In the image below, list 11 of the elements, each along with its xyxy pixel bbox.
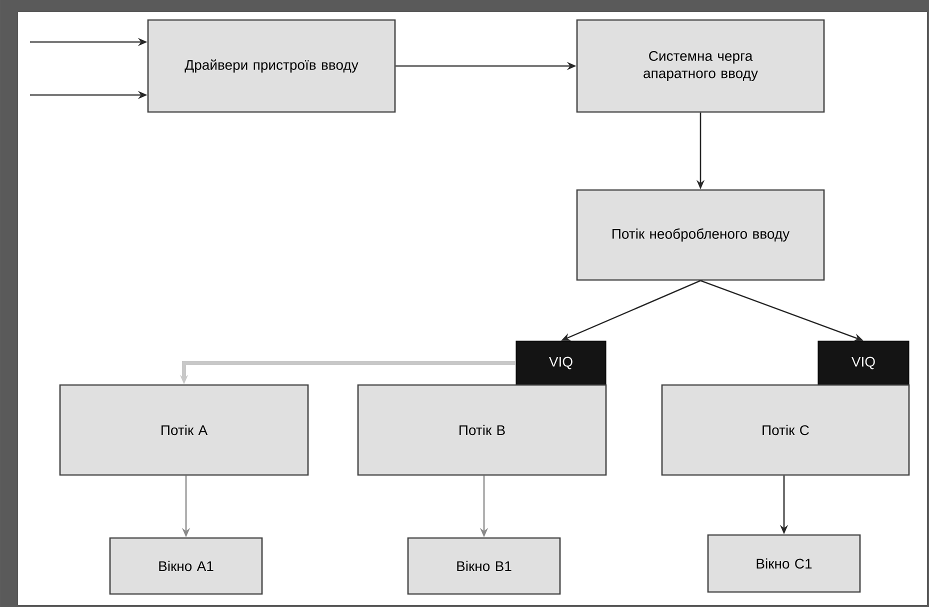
queue-tag: VIQ bbox=[818, 340, 910, 386]
window-box: Вікно B1 bbox=[407, 537, 561, 595]
process-box: Потік необробленого вводу bbox=[576, 189, 825, 281]
window-box: Вікно C1 bbox=[707, 534, 861, 593]
process-box: Драйвери пристроїв вводу bbox=[147, 19, 396, 113]
process-box: Потік A bbox=[59, 384, 309, 476]
process-box: Потік B bbox=[357, 384, 607, 476]
window-box: Вікно A1 bbox=[109, 537, 263, 595]
queue-tag: VIQ bbox=[516, 340, 606, 386]
process-box: Системна черга апаратного вводу bbox=[576, 19, 825, 113]
process-box: Потік C bbox=[661, 384, 910, 476]
